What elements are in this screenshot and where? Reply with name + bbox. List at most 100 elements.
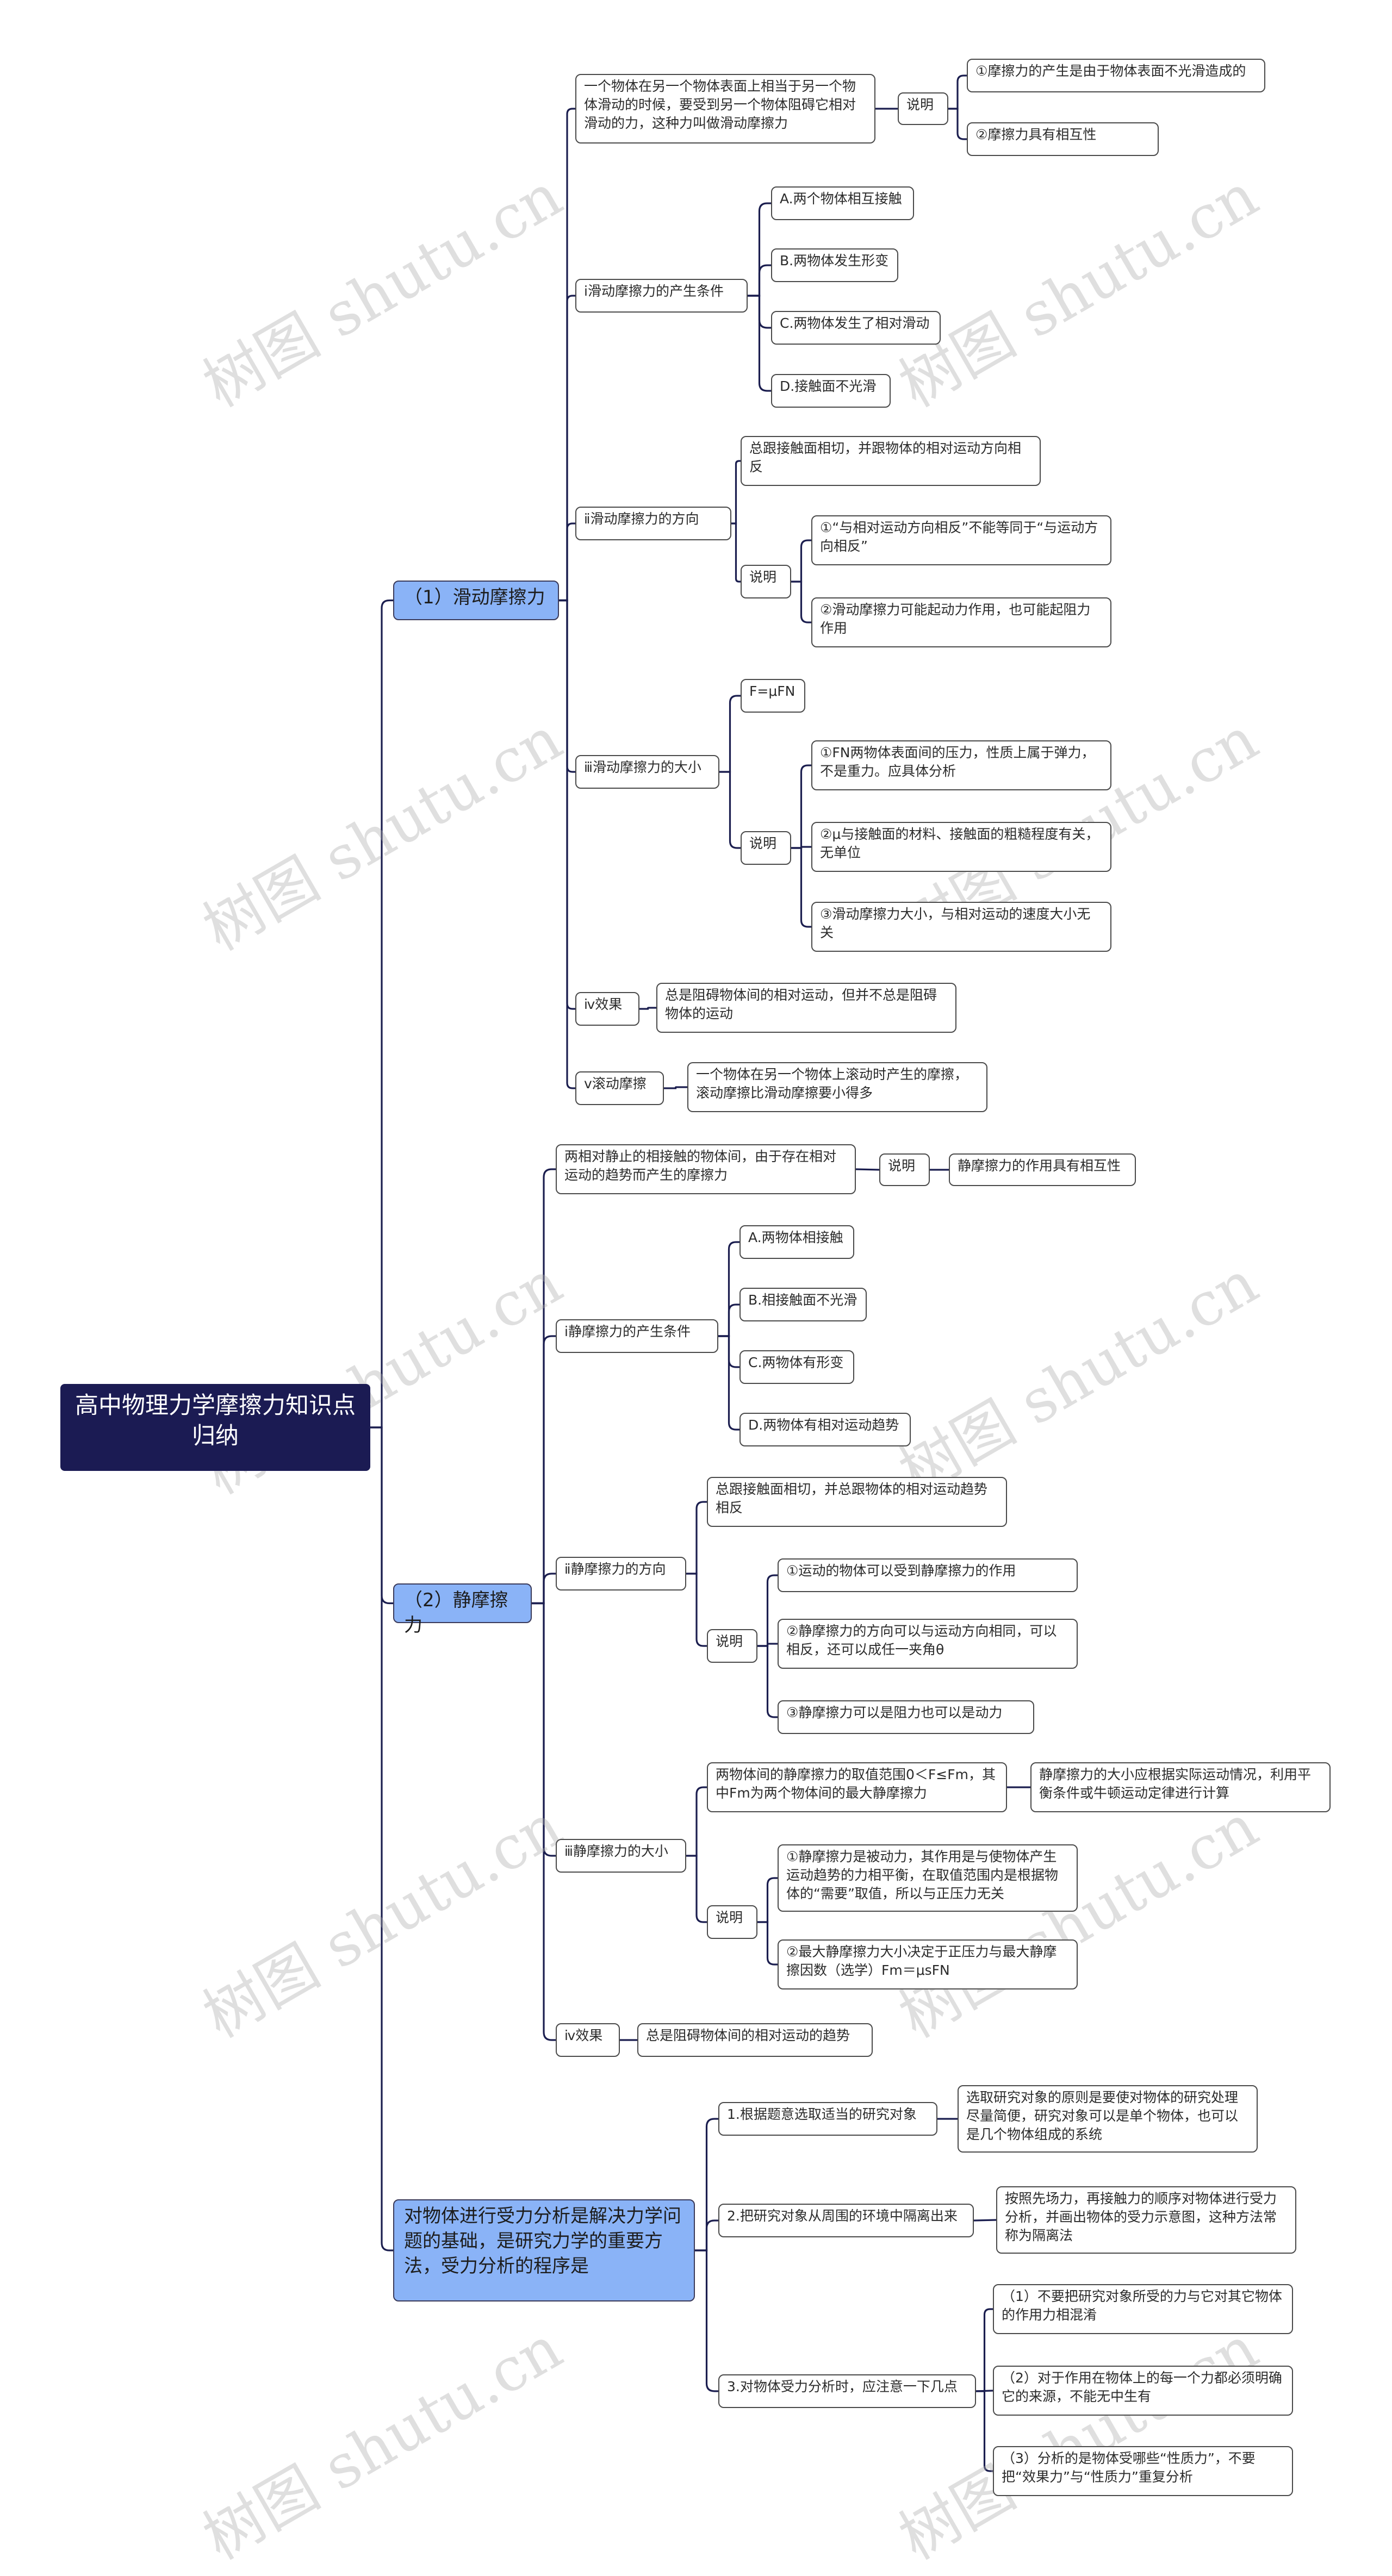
connector-line [718,1303,739,1337]
condition-item[interactable]: C.两物体发生了相对滑动 [771,311,941,345]
static-friction-definition[interactable]: 两相对静止的相接触的物体间，由于存在相对运动的趋势而产生的摩擦力 [556,1144,856,1194]
sliding-friction-definition[interactable]: 一个物体在另一个物体表面上相当于另一个物体滑动的时候，要受到另一个物体阻碍它相对… [575,74,875,144]
note-label[interactable]: 说明 [707,1629,757,1663]
connector-line [855,1168,880,1171]
connector-line [976,2390,993,2472]
note-item[interactable]: ②μ与接触面的材料、接触面的粗糙程度有关，无单位 [811,822,1111,872]
connector-line [695,2118,718,2251]
note-item[interactable]: （2）对于作用在物体上的每一个力都必须明确它的来源，不能无中生有 [993,2366,1293,2416]
connector-line [719,695,741,773]
connector-line [791,581,811,623]
connector-line [748,202,771,297]
condition-item[interactable]: A.两物体相接触 [739,1225,854,1259]
connector-line [686,1855,707,1923]
sliding-friction-conditions[interactable]: ⅰ滑动摩擦力的产生条件 [575,279,748,313]
topic-static-friction[interactable]: （2）静摩擦力 [393,1583,532,1636]
condition-item[interactable]: B.相接触面不光滑 [739,1288,867,1321]
connector-line [718,1241,739,1337]
sliding-friction-effect[interactable]: ⅳ效果 [575,992,639,1026]
step-description[interactable]: 按照先场力，再接触力的顺序对物体进行受力分析，并画出物体的受力示意图，这种方法常… [996,2186,1296,2254]
note-label[interactable]: 说明 [741,831,791,865]
connector-line [731,522,741,583]
topic-sliding-friction[interactable]: （1）滑动摩擦力 [393,581,559,620]
connector-line [976,2308,993,2392]
static-friction-effect[interactable]: ⅳ效果 [556,2023,620,2057]
connector-line [559,295,575,602]
effect-description[interactable]: 总是阻碍物体间的相对运动的趋势 [637,2023,873,2057]
connector-line [757,1643,778,1647]
connector-line [370,599,393,1429]
connector-line [757,1877,778,1923]
note-item[interactable]: ①静摩擦力是被动力，其作用是与使物体产生运动趋势的力相平衡，在取值范围内是根据物… [778,1844,1078,1912]
note-item[interactable]: ②最大静摩擦力大小决定于正压力与最大静摩擦因数（选学）Fm＝μsFN [778,1939,1078,1989]
connector-line [757,1645,778,1718]
connector-line [686,1786,707,1857]
note-item[interactable]: 静摩擦力的作用具有相互性 [949,1153,1136,1186]
connector-line [686,1573,707,1647]
direction-description[interactable]: 总跟接触面相切，并跟物体的相对运动方向相反 [741,436,1041,486]
topic-force-analysis[interactable]: 对物体进行受力分析是解决力学问题的基础，是研究力学的重要方法，受力分析的程序是 [393,2199,695,2301]
note-item[interactable]: ③静摩擦力可以是阻力也可以是动力 [778,1700,1034,1734]
sliding-friction-direction[interactable]: ⅱ滑动摩擦力的方向 [575,507,731,540]
analysis-step[interactable]: 3.对物体受力分析时，应注意一下几点 [718,2374,976,2408]
connector-line [973,2219,997,2222]
connector-line [948,108,967,140]
note-label[interactable]: 说明 [741,565,791,598]
condition-item[interactable]: D.接触面不光滑 [771,374,891,408]
note-item[interactable]: ③滑动摩擦力大小，与相对运动的速度大小无关 [811,902,1111,952]
analysis-step[interactable]: 2.把研究对象从周围的环境中隔离出来 [718,2204,974,2237]
note-label[interactable]: 说明 [879,1153,930,1186]
note-item[interactable]: ①运动的物体可以受到静摩擦力的作用 [778,1558,1078,1592]
connector-line [748,295,771,392]
static-friction-direction[interactable]: ⅱ静摩擦力的方向 [556,1557,686,1590]
connector-line [748,264,771,297]
rolling-friction[interactable]: ⅴ滚动摩擦 [575,1071,664,1105]
note-item[interactable]: （3）分析的是物体受哪些“性质力”，不要把“效果力”与“性质力”重复分析 [993,2446,1293,2496]
note-item[interactable]: ②摩擦力具有相互性 [967,122,1159,156]
friction-formula[interactable]: F=μFN [741,679,805,713]
connector-line [791,847,811,928]
root-node[interactable]: 高中物理力学摩擦力知识点归纳 [60,1384,370,1471]
connector-line [639,1007,656,1010]
static-friction-magnitude[interactable]: ⅲ静摩擦力的大小 [556,1839,686,1873]
direction-description[interactable]: 总跟接触面相切，并总跟物体的相对运动趋势相反 [707,1477,1007,1527]
connector-line [559,522,575,602]
connector-line [695,2219,718,2251]
note-item[interactable]: ②静摩擦力的方向可以与运动方向相同，可以相反，还可以成任一夹角θ [778,1619,1078,1669]
step-description[interactable]: 选取研究对象的原则是要使对物体的研究处理尽量简便，研究对象可以是单个物体，也可以… [958,2085,1258,2153]
condition-item[interactable]: C.两物体有形变 [739,1350,854,1384]
connector-line [686,1501,707,1575]
connector-line [791,539,811,583]
connector-line [532,1573,556,1605]
rolling-friction-description[interactable]: 一个物体在另一个物体上滚动时产生的摩擦，滚动摩擦比滑动摩擦要小得多 [687,1062,987,1112]
connector-line [791,764,811,849]
condition-item[interactable]: B.两物体发生形变 [771,248,898,282]
connector-line [719,771,741,849]
analysis-step[interactable]: 1.根据题意选取适当的研究对象 [718,2102,937,2136]
condition-item[interactable]: D.两物体有相对运动趋势 [739,1413,911,1446]
connector-line [559,108,575,602]
connector-line [948,74,967,110]
sliding-friction-magnitude[interactable]: ⅲ滑动摩擦力的大小 [575,755,719,789]
note-item[interactable]: ①FN两物体表面间的压力，性质上属于弹力，不是重力。应具体分析 [811,740,1111,790]
connector-line [532,1335,556,1605]
note-label[interactable]: 说明 [898,92,948,125]
note-label[interactable]: 说明 [707,1905,757,1939]
connector-line [664,1086,687,1089]
range-detail[interactable]: 静摩擦力的大小应根据实际运动情况，利用平衡条件或牛顿运动定律进行计算 [1030,1762,1331,1812]
note-item[interactable]: （1）不要把研究对象所受的力与它对其它物体的作用力相混淆 [993,2284,1293,2334]
static-friction-conditions[interactable]: ⅰ静摩擦力的产生条件 [556,1319,718,1353]
static-friction-range[interactable]: 两物体间的静摩擦力的取值范围0＜F≤Fm，其中Fm为两个物体间的最大静摩擦力 [707,1762,1007,1812]
note-item[interactable]: ①摩擦力的产生是由于物体表面不光滑造成的 [967,59,1265,92]
condition-item[interactable]: A.两个物体相互接触 [771,186,914,220]
connector-line [532,1602,556,2041]
note-item[interactable]: ②滑动摩擦力可能起动力作用，也可能起阻力作用 [811,597,1111,647]
connector-line [559,599,575,1089]
connector-line [370,1426,393,2251]
connector-line [731,460,741,525]
effect-description[interactable]: 总是阻碍物体间的相对运动，但并不总是阻碍物体的运动 [656,983,956,1033]
connector-line [532,1168,556,1605]
connector-line [757,1574,778,1647]
note-item[interactable]: ①“与相对运动方向相反”不能等同于“与运动方向相反” [811,515,1111,565]
